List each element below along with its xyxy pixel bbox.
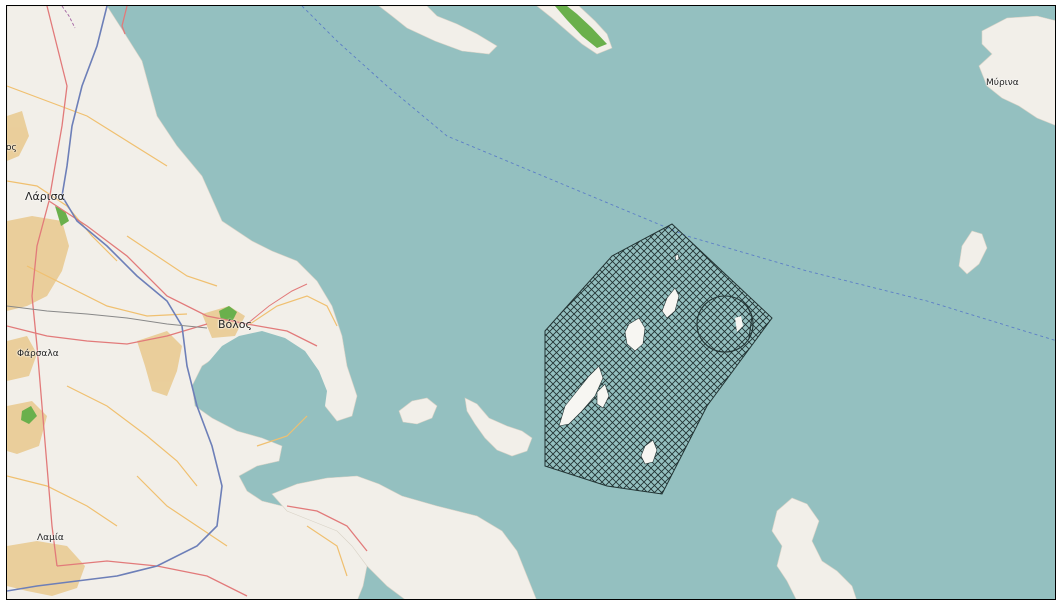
railway	[7, 305, 208, 329]
circle-zone[interactable]	[696, 295, 754, 353]
circle-zone-line	[746, 305, 753, 339]
agios-efstratios-island	[958, 230, 988, 275]
city-label-myrina[interactable]: Μύρινα	[986, 78, 1019, 88]
motorways	[7, 6, 223, 592]
map-view[interactable]: ος Λάρισα Βόλος Φάρσαλα Λαμία Μύρινα	[6, 5, 1056, 600]
city-label-larisa[interactable]: Λάρισα	[25, 190, 65, 203]
skopelos-island	[464, 397, 533, 457]
evia-island	[271, 475, 537, 599]
athos-park	[555, 6, 607, 48]
chalkidiki-peninsula	[378, 6, 498, 55]
pagasetic-gulf	[199, 331, 327, 411]
city-label-fragment: ος	[6, 143, 17, 153]
map-canvas[interactable]	[7, 6, 1056, 600]
parks	[21, 206, 237, 424]
lemnos-island	[978, 15, 1055, 126]
primary-roads	[7, 6, 368, 597]
admin-border	[61, 6, 76, 29]
city-label-farsala[interactable]: Φάρσαλα	[17, 349, 59, 359]
skyros-island	[771, 497, 857, 599]
city-label-volos[interactable]: Βόλος	[218, 318, 252, 331]
circle-zone-island	[735, 316, 743, 332]
pelion-roads	[246, 283, 308, 325]
city-label-lamia[interactable]: Λαμία	[37, 533, 64, 543]
secondary-roads	[7, 85, 348, 577]
maritime-boundary	[301, 6, 1055, 341]
urban-areas	[7, 111, 245, 596]
skiathos-island	[398, 397, 438, 425]
protected-islands	[558, 253, 680, 465]
protected-area-polygon[interactable]	[544, 223, 773, 495]
